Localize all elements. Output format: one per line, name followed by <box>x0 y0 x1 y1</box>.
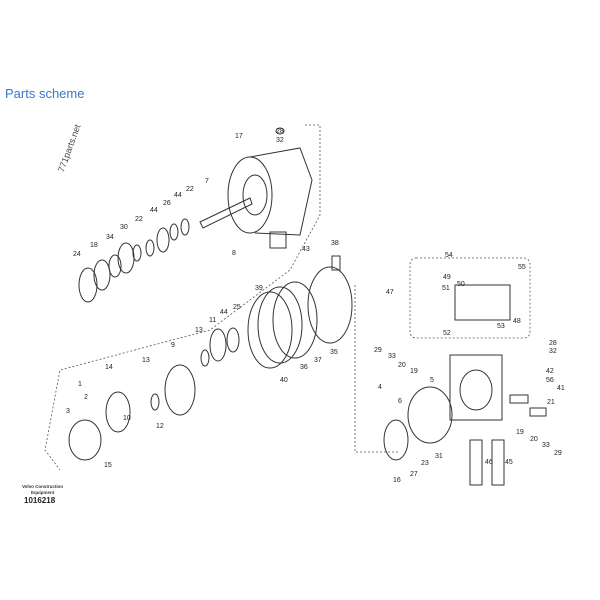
callout: 1 <box>78 381 82 388</box>
callout: 11 <box>209 317 216 324</box>
page-title: Parts scheme <box>5 86 85 101</box>
callout: 43 <box>302 246 310 253</box>
callout: 28 <box>276 128 284 135</box>
callout: 38 <box>331 240 339 247</box>
callout: 7 <box>205 178 209 185</box>
callout: 29 <box>554 450 562 457</box>
callout: 8 <box>232 250 236 257</box>
callout: 13 <box>142 357 150 364</box>
callout: 52 <box>443 330 451 337</box>
callout: 17 <box>235 133 243 140</box>
callout: 10 <box>123 415 131 422</box>
callout: 47 <box>386 289 394 296</box>
plug-part <box>275 127 285 135</box>
callout: 51 <box>442 285 450 292</box>
callout: 16 <box>393 477 401 484</box>
callout: 22 <box>135 216 143 223</box>
callout: 2 <box>84 394 88 401</box>
callout: 50 <box>457 281 465 288</box>
callout: 30 <box>120 224 128 231</box>
callout: 37 <box>314 357 322 364</box>
callout: 31 <box>435 453 443 460</box>
callout: 18 <box>90 242 98 249</box>
callout: 12 <box>156 423 164 430</box>
callout: 23 <box>421 460 429 467</box>
housing-part <box>227 156 273 234</box>
callout: 53 <box>497 323 505 330</box>
callout: 55 <box>518 264 526 271</box>
callout: 39 <box>255 285 263 292</box>
callout: 44 <box>220 309 228 316</box>
callout: 35 <box>330 349 338 356</box>
callout: 19 <box>516 429 524 436</box>
callout: 28 <box>549 340 557 347</box>
callout: 48 <box>513 318 521 325</box>
callout: 32 <box>549 348 557 355</box>
valve-block <box>269 231 287 249</box>
shaft-part <box>199 197 253 229</box>
brand-line: Equipment <box>30 490 55 495</box>
callout: 36 <box>300 364 308 371</box>
callout: 6 <box>398 398 402 405</box>
callout: 49 <box>443 274 451 281</box>
callout: 24 <box>73 251 81 258</box>
callout: 14 <box>105 364 113 371</box>
callout: 29 <box>374 347 382 354</box>
housing-body <box>249 147 313 236</box>
callout: 33 <box>388 353 396 360</box>
callout: 41 <box>557 385 565 392</box>
callout: 20 <box>398 362 406 369</box>
callout: 15 <box>104 462 112 469</box>
callout: 3 <box>66 408 70 415</box>
callout: 44 <box>174 192 182 199</box>
dashed-boundaries <box>44 124 531 471</box>
callout: 34 <box>106 234 114 241</box>
callout: 20 <box>530 436 538 443</box>
callout: 54 <box>445 252 453 259</box>
callout: 26 <box>163 200 171 207</box>
callout: 45 <box>505 459 513 466</box>
callout: 21 <box>547 399 555 406</box>
callout: 19 <box>410 368 418 375</box>
callout: 27 <box>410 471 418 478</box>
callout: 5 <box>430 377 434 384</box>
document-number: 1016218 <box>24 496 56 505</box>
callout: 40 <box>280 377 288 384</box>
control-valve <box>454 284 511 321</box>
brand-caption: Volvo Construction Equipment <box>22 484 63 496</box>
callout: 56 <box>546 377 554 384</box>
callout: 32 <box>276 137 284 144</box>
callout: 13 <box>195 327 203 334</box>
brand-line: Volvo Construction <box>22 484 64 489</box>
callout: 33 <box>542 442 550 449</box>
callout: 9 <box>171 342 175 349</box>
callout: 46 <box>485 459 493 466</box>
callout-labels: 28 32 17 7 22 44 26 44 22 30 34 18 24 8 … <box>66 128 565 484</box>
callout: 4 <box>378 384 382 391</box>
callout: 42 <box>546 368 554 375</box>
valve-housing <box>449 354 503 421</box>
part-shapes <box>68 127 547 486</box>
callout: 22 <box>186 186 194 193</box>
callout: 44 <box>150 207 158 214</box>
callout: 25 <box>233 304 241 311</box>
